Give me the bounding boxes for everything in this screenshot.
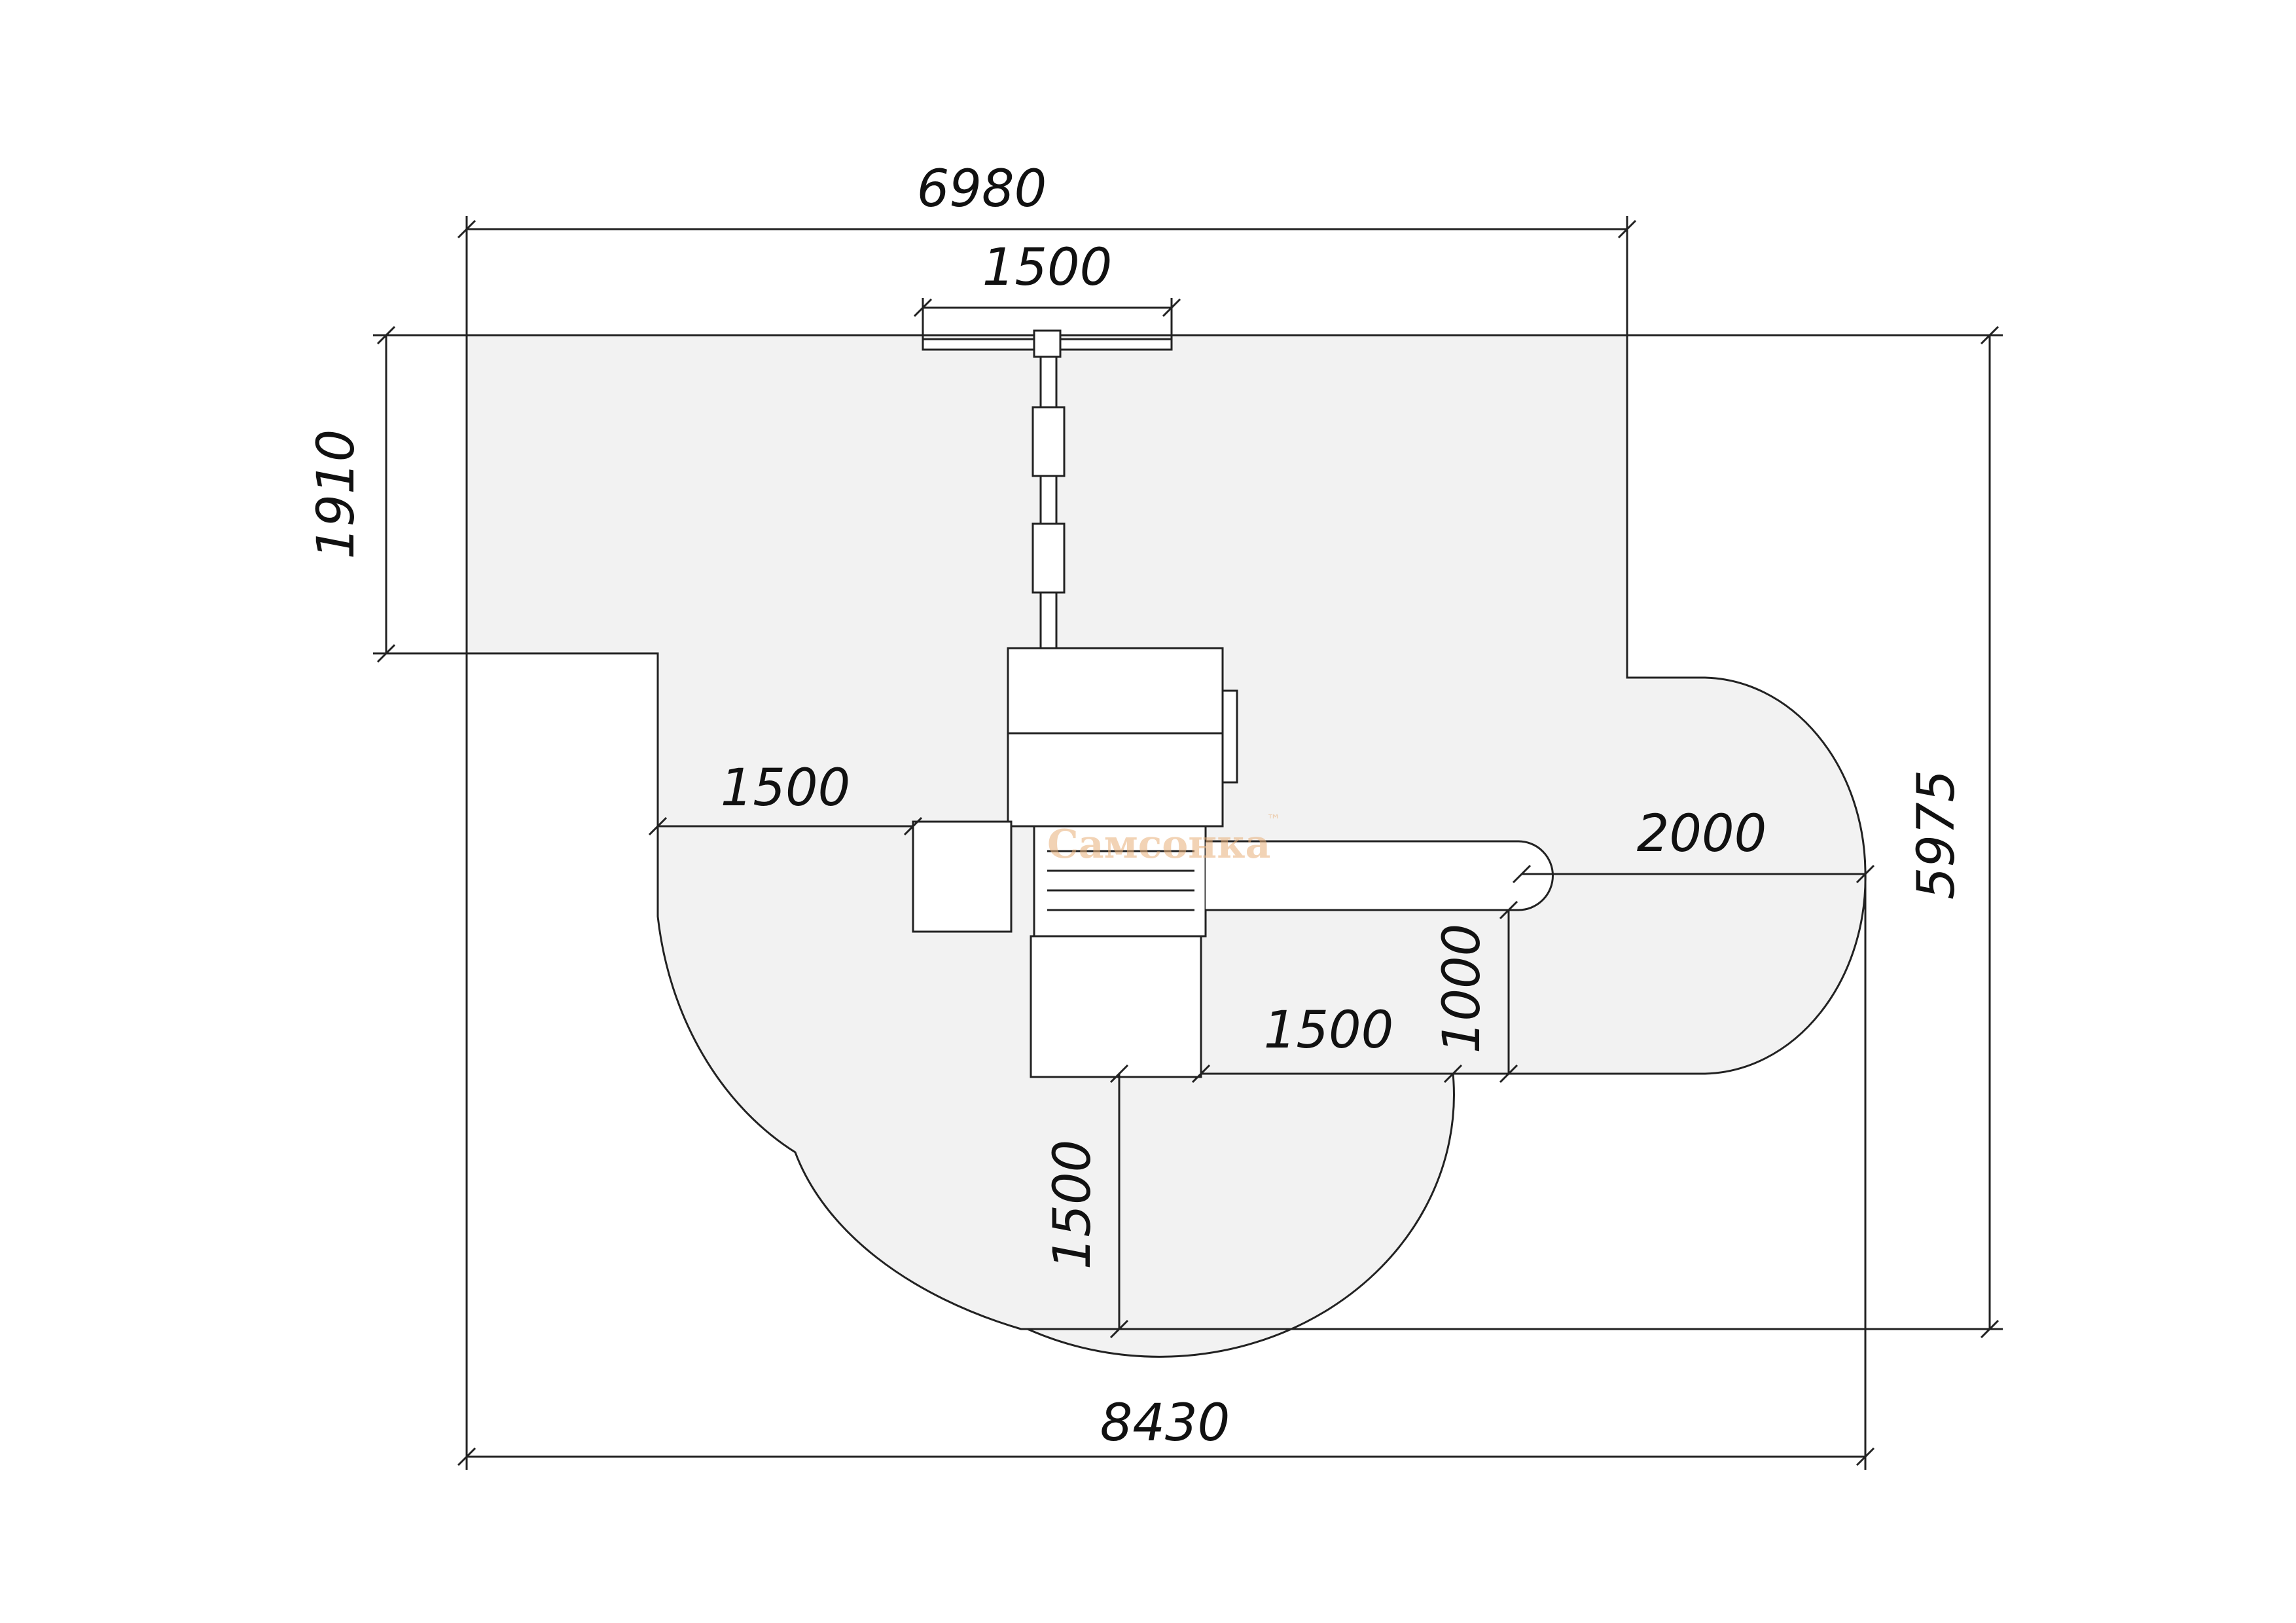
dimension-lines: [373, 216, 2003, 1470]
dim-ladder-side: 1500: [1264, 1001, 1394, 1060]
dim-slide-length: 2000: [1637, 805, 1767, 864]
tower-window: [1221, 689, 1238, 784]
swing-beam: [1039, 356, 1058, 649]
brand-watermark: Самсонка ™: [1047, 812, 1281, 867]
left-platform: [912, 820, 1013, 933]
swing-hub: [1033, 329, 1062, 358]
play-tower: [912, 647, 1238, 1078]
dim-slide-gap: 1000: [1433, 924, 1492, 1054]
dim-swing-width: 1500: [982, 238, 1113, 297]
dim-left-height: 1910: [307, 429, 366, 560]
brand-logo-text: Самсонка: [1047, 822, 1270, 867]
swing-seat-1: [1031, 406, 1066, 477]
dim-right-height: 5975: [1907, 770, 1966, 900]
dim-bottom-radius: 1500: [1043, 1140, 1102, 1270]
dim-left-platform: 1500: [721, 759, 851, 818]
dim-bottom-overall: 8430: [1100, 1394, 1230, 1453]
slide: [1206, 840, 1554, 911]
tower-roof: [1007, 647, 1224, 828]
tower-deck: [1033, 825, 1207, 938]
trademark-mark: ™: [1266, 812, 1281, 829]
ladder-zone: [1030, 935, 1202, 1078]
dim-top-overall: 6980: [917, 160, 1047, 219]
swing-seat-2: [1031, 522, 1066, 594]
